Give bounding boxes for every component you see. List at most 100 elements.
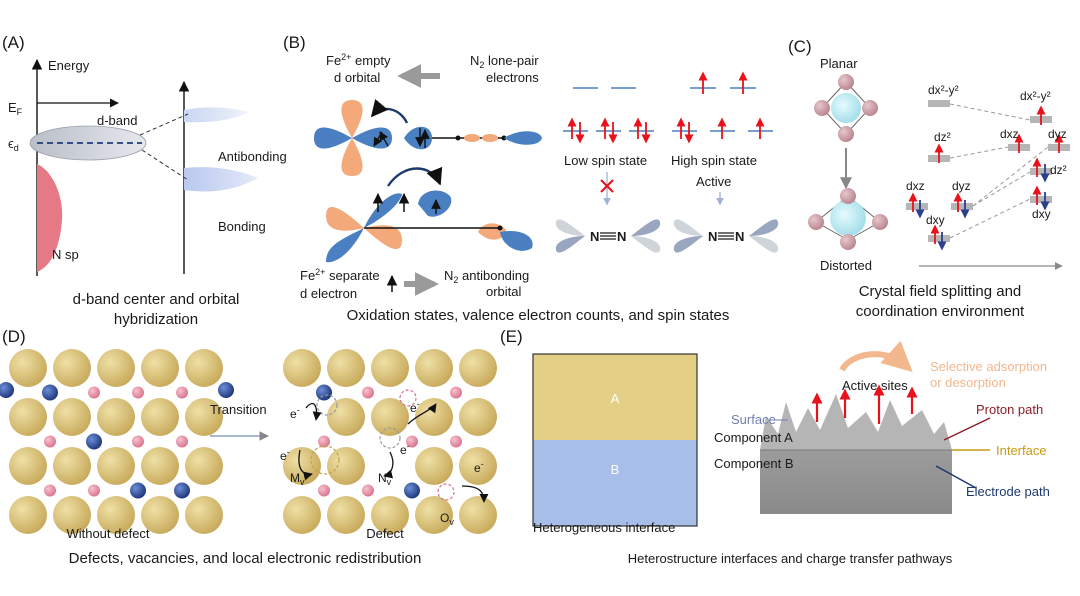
energy-label: Energy [48,58,90,73]
n-atom [455,135,461,141]
hybrid-line-lower [141,149,189,181]
n-atom [497,225,503,231]
proton-path-leader [943,417,991,441]
panel-c-caption-2: coordination environment [856,303,1025,320]
block-a-label: A [611,391,620,406]
antibonding-state [184,107,248,123]
metal-atom [327,349,365,387]
metal-atom [459,349,497,387]
metal-atom [459,496,497,534]
metal-atom [415,398,453,436]
metal-atom [53,496,91,534]
component-a-layer [760,394,952,450]
pink-atom [318,484,330,497]
interface-label: Interface [996,443,1047,458]
metal-atom [53,447,91,485]
panel-c-caption-1: Crystal field splitting and [859,283,1022,300]
hetero-frame [532,353,698,527]
adsorption-arrow [839,340,913,373]
pink-atom [88,386,100,399]
without-defect-label: Without defect [66,526,149,541]
panel-a-letter: (A) [2,33,25,52]
dz2-right-label: dz² [1050,163,1067,177]
component-b-layer [760,450,952,514]
blue-atom [316,384,332,401]
antibonding-label: Antibonding [218,149,287,164]
d-band-label: d-band [97,113,137,128]
metal-atom [459,447,497,485]
metal-atom [141,447,179,485]
oxygen-vacancy-label: Ov [440,511,454,527]
d-band-center-label: ϵd [8,136,19,153]
fe-separate-label-1: Fe2+ separate [300,267,380,283]
hetero-interface-label: Heterogeneous interface [533,520,675,535]
n2-lobe-right [504,131,542,145]
n-atom-label: N [590,229,599,244]
n2-bond-orbital [482,134,498,142]
n-sp-band [37,164,63,272]
metal-atom [9,349,47,387]
dxz-left-label: dxz [906,179,925,193]
surface-label: Surface [731,412,776,427]
metal-atom [141,398,179,436]
metal-atom [415,496,453,534]
metal-atom [53,349,91,387]
hybrid-line-upper [139,113,189,136]
metal-atom [459,398,497,436]
metal-atom [371,398,409,436]
pink-atom [88,484,100,497]
dyz-right-label: dyz [1048,127,1067,141]
electron-label: e- [474,459,484,475]
defect-label: Defect [366,526,404,541]
lattice-without-defect [0,349,234,534]
planar-label: Planar [820,56,858,71]
pink-atom [132,386,144,399]
pink-atom [318,435,330,448]
panel-e: (E) A B Heterogeneous interface Active s… [500,327,1050,566]
correlation-lines [949,103,1049,239]
blue-atom [86,433,102,450]
selective-label-1: Selective adsorption [930,359,1047,374]
metal-atom [283,349,321,387]
n2-lone-label-2: electrons [486,70,539,85]
blue-atom [42,384,58,401]
metal-atom [415,349,453,387]
dyz-left-label: dyz [952,179,971,193]
fe-separate-label-2: d electron [300,286,357,301]
blue-atom [0,382,14,398]
metal-atom [9,447,47,485]
planar-complex [814,74,878,142]
metal-atom [415,447,453,485]
n2-lone-label-1: N2 lone-pair [470,53,539,70]
electron-arrows [298,403,489,503]
pink-atom [362,484,374,497]
dxy-left-label: dxy [926,213,945,227]
panel-a: (A) Energy N sp EF ϵd d-band Antibonding… [2,33,287,328]
block-b-label: B [611,462,620,477]
panel-b-letter: (B) [283,33,306,52]
panel-e-letter: (E) [500,327,523,346]
n2-antibonding-lobe [418,190,452,217]
low-spin-levels [563,117,654,144]
metal-atom [53,398,91,436]
selective-label-2: or desorption [930,375,1006,390]
n2-anti-label-2: orbital [486,284,522,299]
dxy-right-label: dxy [1032,207,1051,221]
n-atom-label: N [735,229,744,244]
n2-anti-label-1: N2 antibonding [444,268,529,285]
metal-atom [9,398,47,436]
pink-atom [176,386,188,399]
component-b-label: Component B [714,456,794,471]
transition-label: Transition [210,402,267,417]
pink-atom [450,435,462,448]
panel-a-caption-2: hybridization [114,311,198,328]
blue-atom [174,482,190,499]
panel-d-caption: Defects, vacancies, and local electronic… [69,550,422,567]
nitrogen-vacancy-label: Nv [378,471,392,487]
electrode-path-leader [935,465,977,489]
active-sites-label: Active sites [842,378,908,393]
panel-c: (C) Planar Distorted [788,37,1070,320]
vacancies [310,389,455,501]
electron-label: e- [410,399,420,415]
